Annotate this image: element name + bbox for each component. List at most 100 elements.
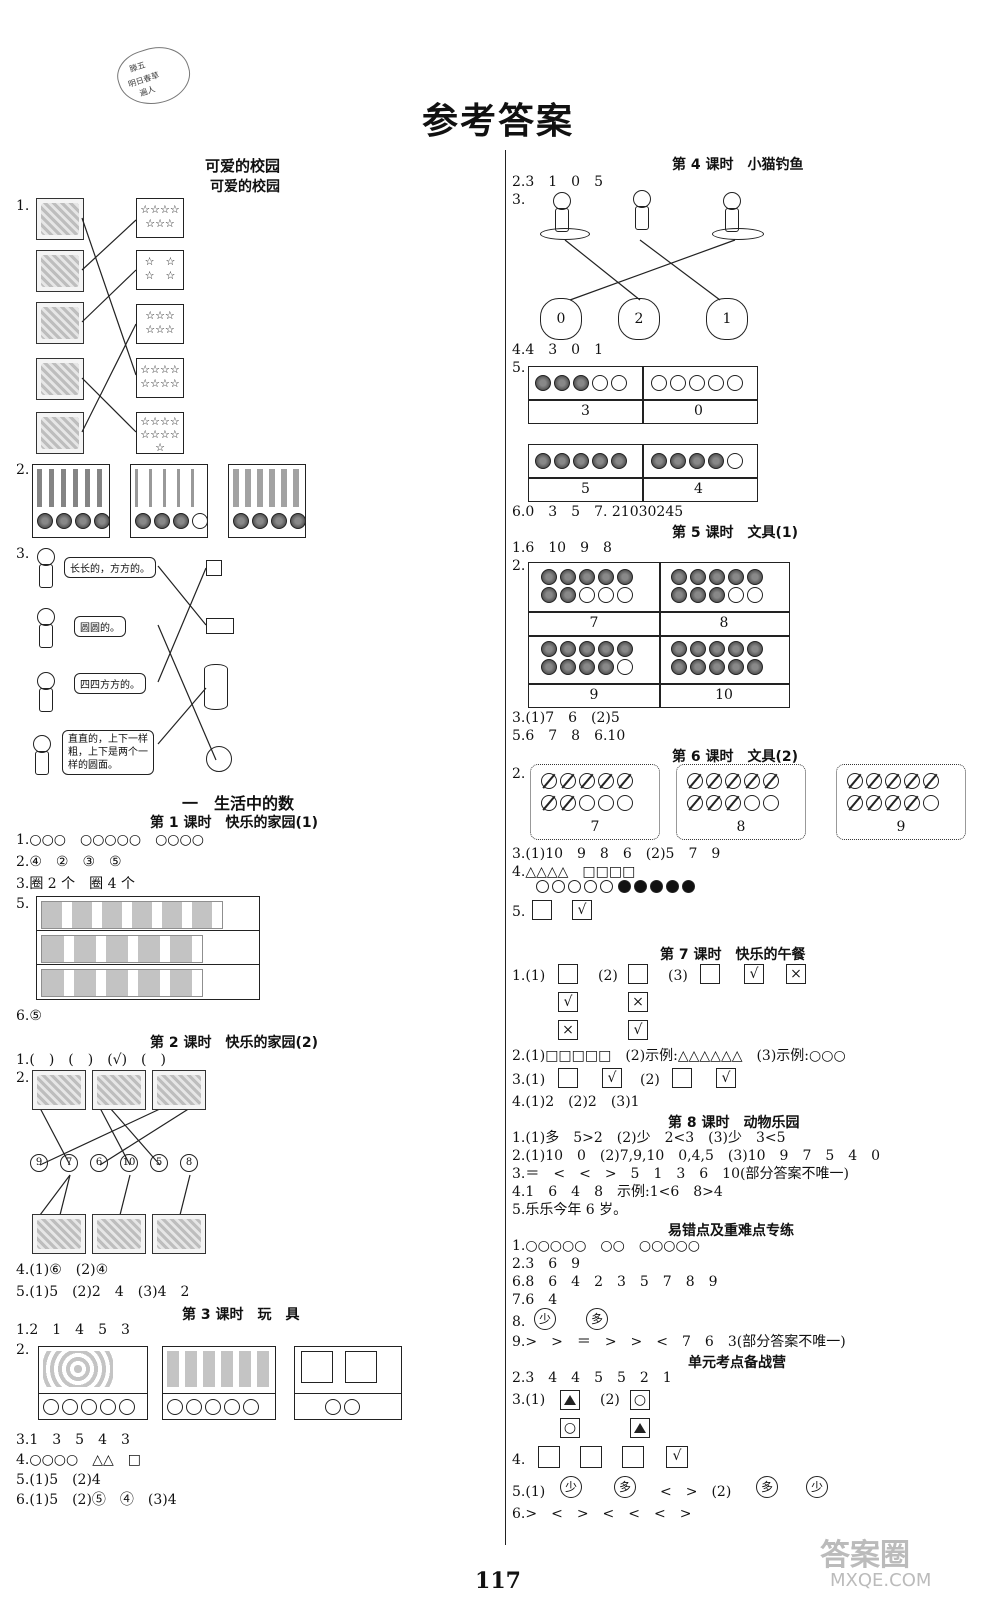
circled-word: 多 bbox=[614, 1476, 636, 1498]
cell-value: 8 bbox=[719, 615, 729, 631]
lesson-title: 第 4 课时 小猫钓鱼 bbox=[672, 157, 804, 173]
circled-word: 少 bbox=[534, 1308, 556, 1330]
answer-square-checked: √ bbox=[628, 1020, 648, 1040]
answer-square bbox=[580, 1446, 602, 1468]
toy-count-box bbox=[162, 1346, 276, 1420]
section-title: 单元考点备战营 bbox=[688, 1355, 786, 1371]
circled-word: 多 bbox=[756, 1476, 778, 1498]
picture-box bbox=[152, 1070, 206, 1110]
answer-line: 4.△△△△ □□□□ bbox=[512, 864, 636, 880]
dotted-count-box: 9 bbox=[836, 764, 966, 840]
answer-square bbox=[622, 1446, 644, 1468]
answer-square-crossed: × bbox=[786, 964, 806, 984]
sphere-shape bbox=[206, 746, 232, 772]
answer-line: 3.1 3 5 4 3 bbox=[16, 1432, 130, 1448]
answer-square-crossed: × bbox=[558, 1020, 578, 1040]
child-figure bbox=[28, 735, 54, 775]
answer-line: 2.(1)□□□□□ (2)示例:△△△△△△ (3)示例:○○○ bbox=[512, 1048, 846, 1064]
section-title: 易错点及重难点专练 bbox=[668, 1223, 794, 1239]
answer-line: 4.(1)⑥ (2)④ bbox=[16, 1262, 109, 1278]
column-divider bbox=[505, 150, 506, 1545]
toy-count-box bbox=[38, 1346, 148, 1420]
picture-box bbox=[36, 250, 84, 292]
fruit-grid bbox=[36, 896, 260, 1000]
question-2: 2. bbox=[16, 462, 30, 478]
answer-square bbox=[630, 1418, 650, 1438]
star-box: ☆☆☆☆☆☆☆ bbox=[136, 198, 184, 238]
plate bbox=[540, 228, 590, 240]
picture-box bbox=[92, 1070, 146, 1110]
answer-square bbox=[532, 900, 552, 920]
answer-line: 5. bbox=[512, 360, 526, 376]
answer-square-crossed: × bbox=[628, 992, 648, 1012]
flower-number: 2 bbox=[618, 298, 660, 340]
flower-number: 0 bbox=[540, 298, 582, 340]
answer-line: 5.6 7 8 6.10 bbox=[512, 728, 626, 744]
toy-count-box bbox=[294, 1346, 402, 1420]
count-table: 3 0 bbox=[528, 366, 758, 424]
speech-bubble: 直直的，上下一样粗，上下是两个一样的圆面。 bbox=[62, 730, 154, 775]
answer-label: (2) bbox=[640, 1072, 660, 1088]
answer-line: 7.6 4 bbox=[512, 1292, 558, 1308]
answer-line: 1.○○○○○ ○○ ○○○○○ bbox=[512, 1238, 700, 1254]
child-figure bbox=[548, 192, 574, 232]
lesson-title: 第 8 课时 动物乐园 bbox=[668, 1115, 800, 1131]
lesson-title: 第 1 课时 快乐的家园(1) bbox=[150, 815, 319, 831]
section-subtitle: 可爱的校园 bbox=[210, 179, 280, 195]
answer-line: 2. bbox=[512, 766, 526, 782]
cell-value: 4 bbox=[694, 481, 703, 497]
answer-label: (3) bbox=[668, 968, 688, 984]
answer-square-checked: √ bbox=[666, 1446, 688, 1468]
section-title: 可爱的校园 bbox=[205, 157, 281, 175]
circle-row bbox=[536, 880, 613, 893]
star-box: ☆ ☆☆ ☆ bbox=[136, 250, 184, 290]
count-table: 7 8 9 10 bbox=[528, 562, 790, 708]
answer-square bbox=[700, 964, 720, 984]
answer-line: 5.(1) bbox=[512, 1484, 546, 1500]
speech-bubble: 圆圆的。 bbox=[74, 616, 126, 637]
picture-count-box bbox=[228, 464, 306, 538]
answer-line: 4.○○○○ △△ □ bbox=[16, 1452, 141, 1468]
answer-line: 6.⑤ bbox=[16, 1008, 42, 1024]
answer-line: 3. bbox=[512, 192, 526, 208]
answer-line: 3.圈 2 个 圈 4 个 bbox=[16, 876, 135, 892]
picture-box bbox=[32, 1070, 86, 1110]
answer-line: 3.＝ < < > 5 1 3 6 10(部分答案不唯一) bbox=[512, 1166, 849, 1182]
answer-label: < > (2) bbox=[660, 1484, 732, 1500]
answer-line: 1.(1) bbox=[512, 968, 546, 984]
answer-square bbox=[672, 1068, 692, 1088]
watermark-logo: 答案圈 bbox=[820, 1538, 910, 1573]
cell-value: 7 bbox=[589, 615, 599, 631]
speech-bubble: 四四方方的。 bbox=[74, 673, 146, 694]
answer-square-checked: √ bbox=[602, 1068, 622, 1088]
answer-line: 5. bbox=[512, 904, 526, 920]
answer-line: 1.○○○ ○○○○○ ○○○○ bbox=[16, 832, 204, 848]
cell-value: 5 bbox=[581, 481, 590, 497]
answer-line: 4.4 3 0 1 bbox=[512, 342, 603, 358]
answer-square bbox=[558, 964, 578, 984]
answer-square bbox=[560, 1390, 580, 1410]
answer-line: 1.6 10 9 8 bbox=[512, 540, 612, 556]
dotted-count-box: 7 bbox=[530, 764, 660, 840]
answer-line: 4. bbox=[512, 1452, 526, 1468]
answer-line: 3.(1)7 6 (2)5 bbox=[512, 710, 620, 726]
count-table: 5 4 bbox=[528, 444, 758, 502]
answer-line: 9.> > ＝ > > < 7 6 3(部分答案不唯一) bbox=[512, 1334, 846, 1350]
answer-square bbox=[558, 1068, 578, 1088]
answer-label: (2) bbox=[600, 1392, 620, 1408]
lesson-title: 第 7 课时 快乐的午餐 bbox=[660, 947, 806, 963]
answer-line: 2. bbox=[512, 558, 526, 574]
answer-line: 6.> < > < < < > bbox=[512, 1506, 692, 1522]
watermark-url: MXQE.COM bbox=[830, 1570, 932, 1591]
answer-square bbox=[538, 1446, 560, 1468]
child-figure bbox=[718, 192, 744, 232]
circled-word: 少 bbox=[806, 1476, 828, 1498]
cell-value: 0 bbox=[694, 403, 703, 419]
answer-line: 2.3 4 4 5 5 2 1 bbox=[512, 1370, 672, 1386]
answer-line: 5. bbox=[16, 896, 30, 912]
star-box: ☆☆☆☆☆☆☆☆☆ bbox=[136, 412, 184, 454]
number-circle: 7 bbox=[60, 1154, 78, 1172]
picture-box bbox=[92, 1214, 146, 1254]
picture-box bbox=[36, 412, 84, 454]
